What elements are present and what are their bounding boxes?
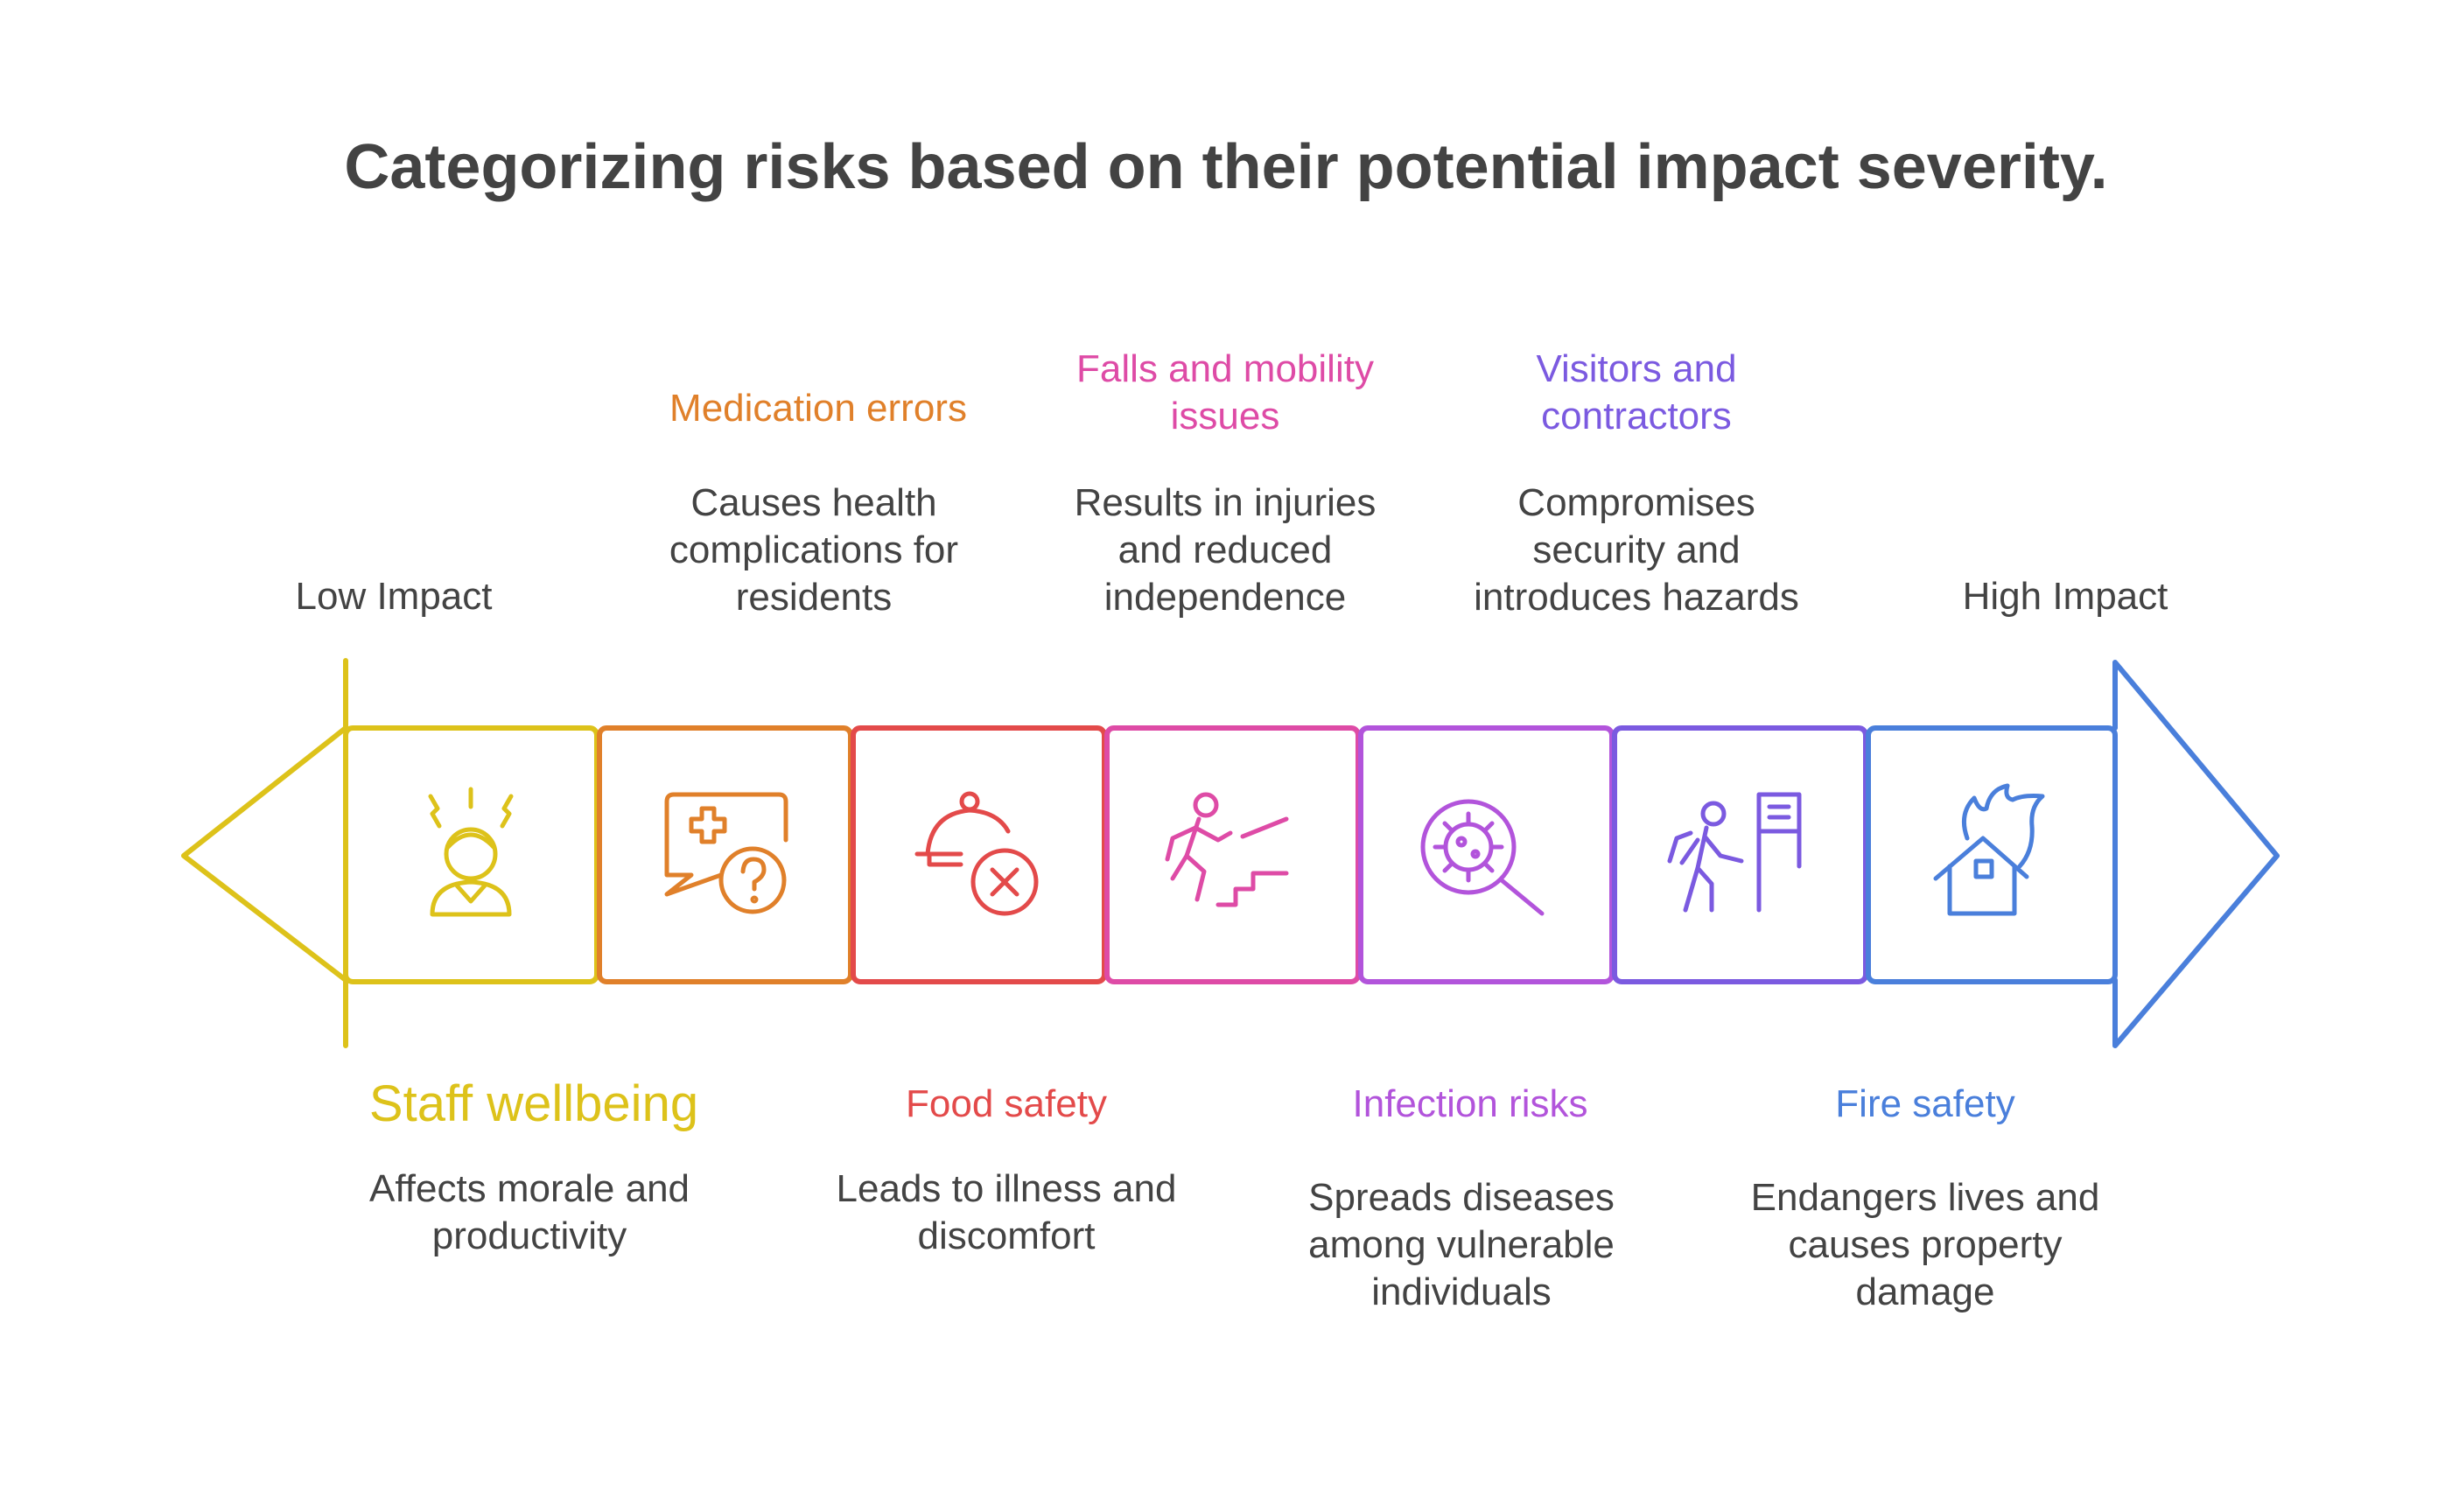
visitor-sign-icon xyxy=(1667,792,1802,913)
falls-mobility-description: Results in injuries and reduced independ… xyxy=(1074,481,1377,619)
infection-risks-description: Spreads diseases among vulnerable indivi… xyxy=(1308,1176,1615,1313)
medication-errors-description: Causes health complications for resident… xyxy=(669,481,959,619)
box-fire-safety xyxy=(1866,725,2118,984)
food-safety-description: Leads to illness and discomfort xyxy=(836,1167,1177,1257)
box-infection-risks xyxy=(1358,725,1615,984)
right-arrowhead xyxy=(2112,660,2280,1048)
house-fire-icon xyxy=(1933,783,2045,916)
medication-errors-title: Medication errors xyxy=(669,387,967,430)
box-staff-wellbeing xyxy=(343,725,599,984)
stressed-person-icon xyxy=(428,787,514,917)
infection-risks-title: Infection risks xyxy=(1352,1082,1588,1125)
fire-safety-description: Endangers lives and causes property dama… xyxy=(1750,1176,2100,1313)
box-falls-mobility xyxy=(1104,725,1361,984)
left-arrowhead xyxy=(181,658,348,1048)
virus-magnifier-icon xyxy=(1420,799,1545,916)
medical-question-icon xyxy=(664,792,788,914)
food-cloche-x-icon xyxy=(914,791,1039,916)
person-falling-stairs-icon xyxy=(1165,792,1289,907)
page-title: Categorizing risks based on their potent… xyxy=(344,132,2108,202)
box-food-safety xyxy=(851,725,1107,984)
high-impact-label: High Impact xyxy=(1962,575,2168,618)
falls-mobility-title: Falls and mobility issues xyxy=(1076,347,1374,438)
fire-safety-title: Fire safety xyxy=(1835,1082,2015,1125)
visitors-contractors-title: Visitors and contractors xyxy=(1536,347,1737,438)
box-medication-errors xyxy=(597,725,853,984)
staff-wellbeing-description: Affects morale and productivity xyxy=(368,1167,690,1257)
staff-wellbeing-title: Staff wellbeing xyxy=(368,1075,699,1132)
food-safety-title: Food safety xyxy=(906,1082,1107,1125)
box-visitors-contractors xyxy=(1612,725,1868,984)
low-impact-label: Low Impact xyxy=(295,575,493,618)
visitors-contractors-description: Compromises security and introduces haza… xyxy=(1474,481,1799,619)
